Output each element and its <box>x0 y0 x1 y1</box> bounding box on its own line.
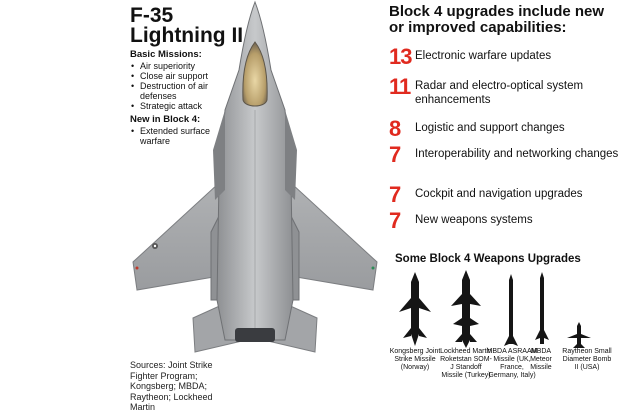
upgrade-count: 7 <box>389 182 401 207</box>
weapon-label: Kongsberg Joint Strike Missile (Norway) <box>389 348 441 371</box>
list-item: Strategic attack <box>130 101 230 111</box>
upgrade-item: 11 Radar and electro-optical system enha… <box>389 76 620 107</box>
weapon-label: Raytheon Small Diameter Bomb II (USA) <box>562 348 612 371</box>
upgrade-item: 13 Electronic warfare updates <box>389 46 620 68</box>
som-j-missile-icon <box>451 270 481 348</box>
upgrade-label: Radar and electro-optical system enhance… <box>415 80 584 106</box>
upgrade-label: Cockpit and navigation upgrades <box>415 188 583 200</box>
list-item: Air superiority <box>130 61 230 71</box>
weapons-heading: Some Block 4 Weapons Upgrades <box>395 253 581 265</box>
upgrade-count: 11 <box>389 74 411 99</box>
upgrade-item: 7 Cockpit and navigation upgrades <box>389 184 620 206</box>
upgrade-label: Interoperability and networking changes <box>415 148 619 160</box>
basic-missions-heading: Basic Missions: <box>130 49 202 60</box>
weapon-label: Lockheed Martin Roketstan SOM-J Standoff… <box>440 348 492 379</box>
title-line-1: F-35 <box>130 4 174 27</box>
list-item: Destruction of air defenses <box>130 81 230 101</box>
upgrade-count: 7 <box>389 142 401 167</box>
meteor-missile-icon <box>535 272 549 344</box>
new-in-block4-list: Extended surface warfare <box>130 126 230 146</box>
upgrade-label: Electronic warfare updates <box>415 50 552 62</box>
list-item: Close air support <box>130 71 230 81</box>
sources-note: Sources: Joint Strike Fighter Program; K… <box>130 360 213 412</box>
list-item: Extended surface warfare <box>130 126 230 146</box>
upgrade-count: 8 <box>389 116 401 141</box>
asraam-missile-icon <box>504 274 518 346</box>
upgrade-label: Logistic and support changes <box>415 122 565 134</box>
page-title: F-35 Lightning II <box>130 4 244 47</box>
upgrade-count: 7 <box>389 208 401 233</box>
upgrade-item: 8 Logistic and support changes <box>389 118 620 140</box>
basic-missions-list: Air superiority Close air support Destru… <box>130 61 230 111</box>
new-in-block4-heading: New in Block 4: <box>130 114 201 125</box>
jsm-missile-icon <box>399 272 431 346</box>
upgrade-label: New weapons systems <box>415 214 533 226</box>
title-line-2: Lightning II <box>130 24 244 47</box>
upgrade-item: 7 Interoperability and networking change… <box>389 144 620 166</box>
upgrades-heading: Block 4 upgrades include new or improved… <box>389 3 605 36</box>
missions-panel: Basic Missions: Air superiority Close ai… <box>130 50 230 150</box>
weapon-label: MBDA ASRAAM Missile (UK, France, Germany… <box>486 348 538 379</box>
upgrade-item: 7 New weapons systems <box>389 210 620 232</box>
upgrade-count: 13 <box>389 44 412 69</box>
weapon-label: MBDA Meteor Missile <box>530 348 552 371</box>
weapons-illustration <box>399 270 591 348</box>
f35-aircraft-illustration <box>132 0 378 353</box>
sdb-ii-bomb-icon <box>567 322 591 348</box>
